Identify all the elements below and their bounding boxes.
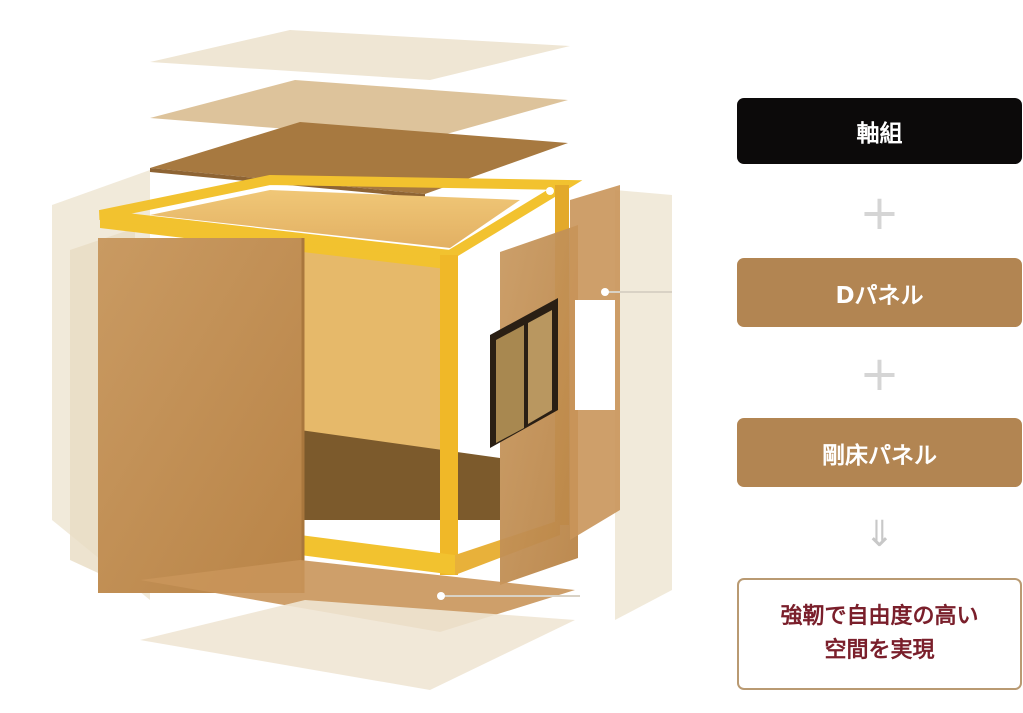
plus-icon: + xyxy=(859,185,900,241)
arrow-down-icon: ⇓ xyxy=(864,514,895,555)
dpanel-label-box: Dパネル xyxy=(737,258,1022,327)
plus-icon: + xyxy=(859,346,900,402)
callout-dot-frame xyxy=(546,187,554,195)
right-ghost-wall-panel xyxy=(615,190,672,620)
bottom-beam xyxy=(300,535,455,575)
window-glass-left xyxy=(496,325,524,443)
ceiling-ghost-panel xyxy=(150,80,568,140)
frame-label: 軸組 xyxy=(856,121,903,147)
window-glass-right xyxy=(528,310,552,424)
interior-back-wall xyxy=(150,190,520,248)
result-line-2: 空間を実現 xyxy=(824,638,935,663)
floor-ghost-panel xyxy=(140,600,575,690)
roof-ghost-panel xyxy=(150,30,570,80)
result-box: 強靭で自由度の高い 空間を実現 xyxy=(737,578,1022,690)
result-line-1: 強靭で自由度の高い xyxy=(780,604,979,629)
ceiling-board-panel xyxy=(150,122,568,194)
frame-label-box: 軸組 xyxy=(737,98,1022,164)
callout-dot-dpanel xyxy=(601,288,609,296)
dpanel-label: Dパネル xyxy=(835,282,924,309)
callout-dot-floor xyxy=(437,592,445,600)
interior-wall xyxy=(300,250,450,450)
floor-panel-label-box: 剛床パネル xyxy=(737,418,1022,487)
exploded-house-illustration xyxy=(52,30,672,690)
window-opening xyxy=(575,300,615,410)
front-wall-board xyxy=(98,238,303,593)
floor-panel-label: 剛床パネル xyxy=(822,442,937,469)
post-center xyxy=(440,255,458,575)
